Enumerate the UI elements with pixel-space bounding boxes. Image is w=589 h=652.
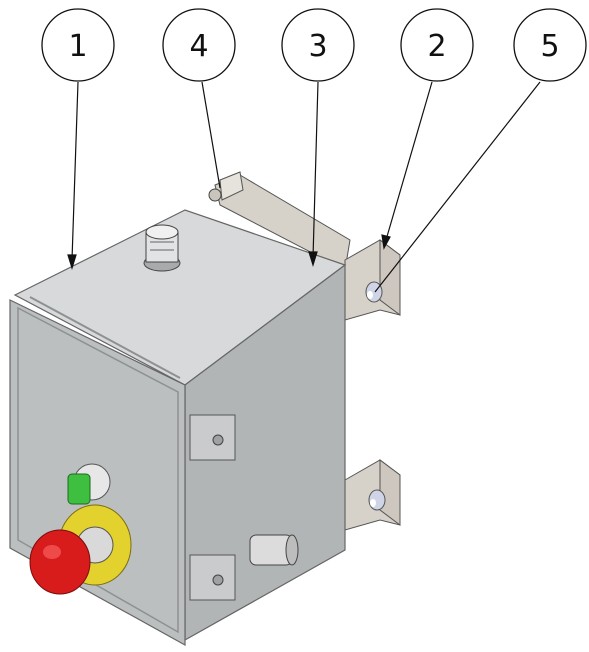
cable-gland-top (143, 224, 181, 272)
cable-gland-side (249, 534, 299, 566)
balloon-5: 5 (513, 8, 587, 82)
leader-2 (385, 81, 433, 241)
selector-switch (67, 463, 111, 505)
balloon-1-label: 1 (68, 29, 87, 64)
bracket-bolt-lower (368, 489, 386, 511)
leader-1-arrow (67, 254, 77, 271)
balloon-3: 3 (281, 8, 355, 82)
balloon-3-label: 3 (308, 29, 327, 64)
balloon-2-label: 2 (427, 29, 446, 64)
balloon-2: 2 (400, 8, 474, 82)
wall-bracket-upper (344, 239, 401, 321)
balloon-4-label: 4 (189, 29, 208, 64)
balloon-4: 4 (162, 8, 236, 82)
leader-4 (201, 81, 221, 189)
top-mounting-bracket (208, 171, 351, 271)
leader-5 (374, 81, 541, 293)
bracket-bolt-upper (365, 281, 383, 303)
leader-2-arrow (381, 234, 391, 250)
emergency-stop-button (29, 504, 132, 595)
door-hinge-upper (189, 414, 236, 461)
door-hinge-lower (189, 554, 236, 601)
balloon-1: 1 (41, 8, 115, 82)
balloon-5-label: 5 (540, 29, 559, 64)
leader-lines (67, 81, 541, 293)
leader-1 (71, 81, 79, 261)
leader-3-arrow (308, 251, 318, 268)
leader-3 (312, 81, 319, 259)
